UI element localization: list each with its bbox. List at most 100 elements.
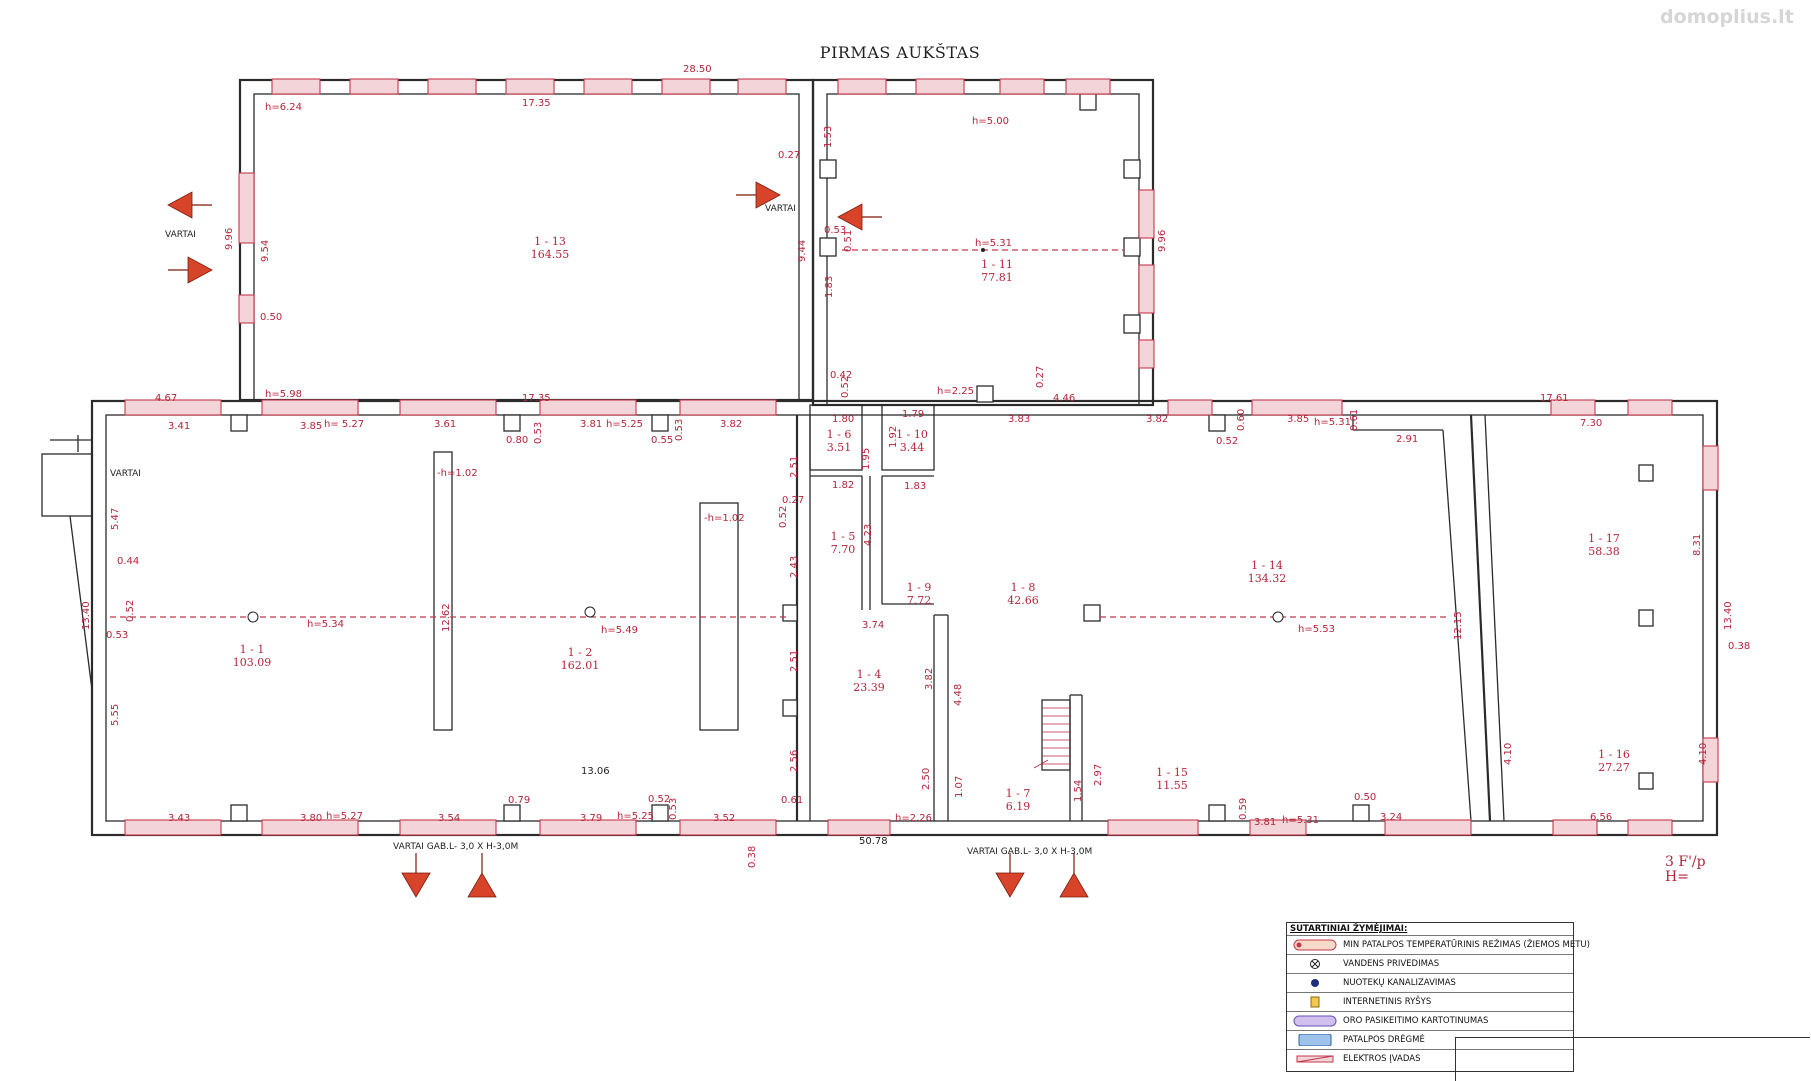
dim-label: 0.50 [260,312,282,323]
pillars [230,93,1654,822]
dim-label: 1.82 [832,480,854,491]
dim-label: 12.15 [1453,611,1464,640]
dim-label: 4.23 [863,524,874,546]
room-id: 1 - 14 [1251,559,1283,572]
dim-label: 0.51 [843,230,854,252]
dim-label: 1.83 [904,481,926,492]
dim-label: 0.79 [508,795,530,806]
dim-label: 0.53 [106,630,128,641]
dim-label: 4.48 [953,684,964,706]
dim-label-black: 13.06 [581,766,610,777]
dim-label: 3.52 [713,813,735,824]
legend-text: MIN PATALPOS TEMPERATŪRINIS REŽIMAS (ŽIE… [1343,940,1590,950]
legend-row: INTERNETINIS RYŠYS [1287,992,1573,1012]
dim-label: 17.35 [522,98,551,109]
gate-arrow-left-out-icon [167,191,193,219]
stairs [1033,707,1070,769]
legend-text: ORO PASIKEITIMO KARTOTINUMAS [1343,1016,1489,1026]
dim-label: 3.61 [434,419,456,430]
gate-arrow-bottom-right-out-icon [995,872,1025,898]
room-id: 1 - 15 [1156,766,1188,779]
dim-label: 4.46 [1053,393,1075,404]
room-id: 1 - 5 [831,530,856,543]
legend-text: ELEKTROS ĮVADAS [1343,1054,1421,1064]
room-id: 1 - 10 [896,428,928,441]
room-id: 1 - 16 [1598,748,1630,761]
room-area: 42.66 [1007,594,1039,607]
gate-arrow-left-in-icon [187,256,213,284]
dim-label: 12.62 [441,603,452,632]
dim-label: h=5.31 [1282,815,1319,826]
dim-label: 13.40 [1723,601,1734,630]
dim-label: 1.79 [902,409,924,420]
gate-arrow-bottom-right-in-icon [1059,872,1089,898]
sewage-icon [1291,977,1339,990]
dim-label: 0.52 [840,376,851,398]
dim-label: 5.55 [110,704,121,726]
dim-label: 0.52 [648,794,670,805]
legend-row: PATALPOS DRĖGMĖ [1287,1030,1573,1050]
room-area: 58.38 [1588,545,1620,558]
dim-label: 0.60 [1236,409,1247,431]
dim-label: 0.38 [747,846,758,868]
legend-text: INTERNETINIS RYŠYS [1343,997,1432,1007]
dim-label: 0.61 [1349,409,1360,431]
legend-row: VANDENS PRIVEDIMAS [1287,954,1573,974]
gate-arrows [167,181,1089,898]
walls-upper-left [238,78,815,402]
dim-label: 6.56 [1590,812,1612,823]
dim-label: 1.95 [861,448,872,470]
dim-label: 0.52 [1216,436,1238,447]
room-id: 1 - 9 [907,581,932,594]
dim-label: 3.79 [580,813,602,824]
dim-label: 1.80 [832,414,854,425]
dim-label: 4.10 [1503,743,1514,765]
dim-label: 0.59 [1238,798,1249,820]
dim-label: 1.53 [823,126,834,148]
dim-label: -h=1.02 [704,513,745,524]
dim-label: 9.96 [1157,230,1168,252]
dim-label: h=5.31 [975,238,1012,249]
dim-label: 0.42 [830,370,852,381]
room-area: 7.72 [907,594,932,607]
dim-label: 2.50 [921,768,932,790]
legend-row: NUOTEKŲ KANALIZAVIMAS [1287,973,1573,993]
room-area: 77.81 [981,271,1013,284]
dim-label: 3.24 [1380,812,1402,823]
dim-label: 0.53 [674,419,685,441]
dim-label: 0.38 [1728,641,1750,652]
legend-row: ELEKTROS ĮVADAS [1287,1049,1573,1069]
legend: SUTARTINIAI ŽYMĖJIMAI: MIN PATALPOS TEMP… [1286,922,1590,1072]
dim-label: 1.83 [824,276,835,298]
room-id: 1 - 4 [857,668,882,681]
room-area: 3.51 [827,441,852,454]
dim-label: 4.67 [155,393,177,404]
dim-label: 8.31 [1692,534,1703,556]
room-id: 1 - 11 [981,258,1013,271]
room-area: 103.09 [233,656,272,669]
dim-label: 2.51 [789,650,800,672]
dim-label: h=5.00 [972,116,1009,127]
dim-label: 0.53 [533,422,544,444]
scale-note: 3 F'/p H= [1665,855,1706,885]
dim-label: 0.52 [125,600,136,622]
room-id: 1 - 8 [1011,581,1036,594]
watermark: domoplius.lt [1660,6,1794,28]
dim-label: -h=1.02 [437,468,478,479]
legend-title: SUTARTINIAI ŽYMĖJIMAI: [1290,924,1408,934]
gate-label-porch: VARTAI [110,469,141,479]
internet-icon [1291,996,1339,1009]
dim-label: 17.35 [522,393,551,404]
room-area: 134.32 [1248,572,1287,585]
legend-row: MIN PATALPOS TEMPERATŪRINIS REŽIMAS (ŽIE… [1287,935,1590,955]
legend-row: ORO PASIKEITIMO KARTOTINUMAS [1287,1011,1573,1031]
dim-label: 28.50 [683,64,712,75]
room-area: 6.19 [1006,800,1031,813]
dim-label: 3.43 [168,813,190,824]
dim-label: 13.40 [81,601,92,630]
dim-label: 2.56 [789,750,800,772]
dim-label: h=5.49 [601,625,638,636]
dim-label: 1.07 [954,776,965,798]
dim-label: 1.92 [888,426,899,448]
